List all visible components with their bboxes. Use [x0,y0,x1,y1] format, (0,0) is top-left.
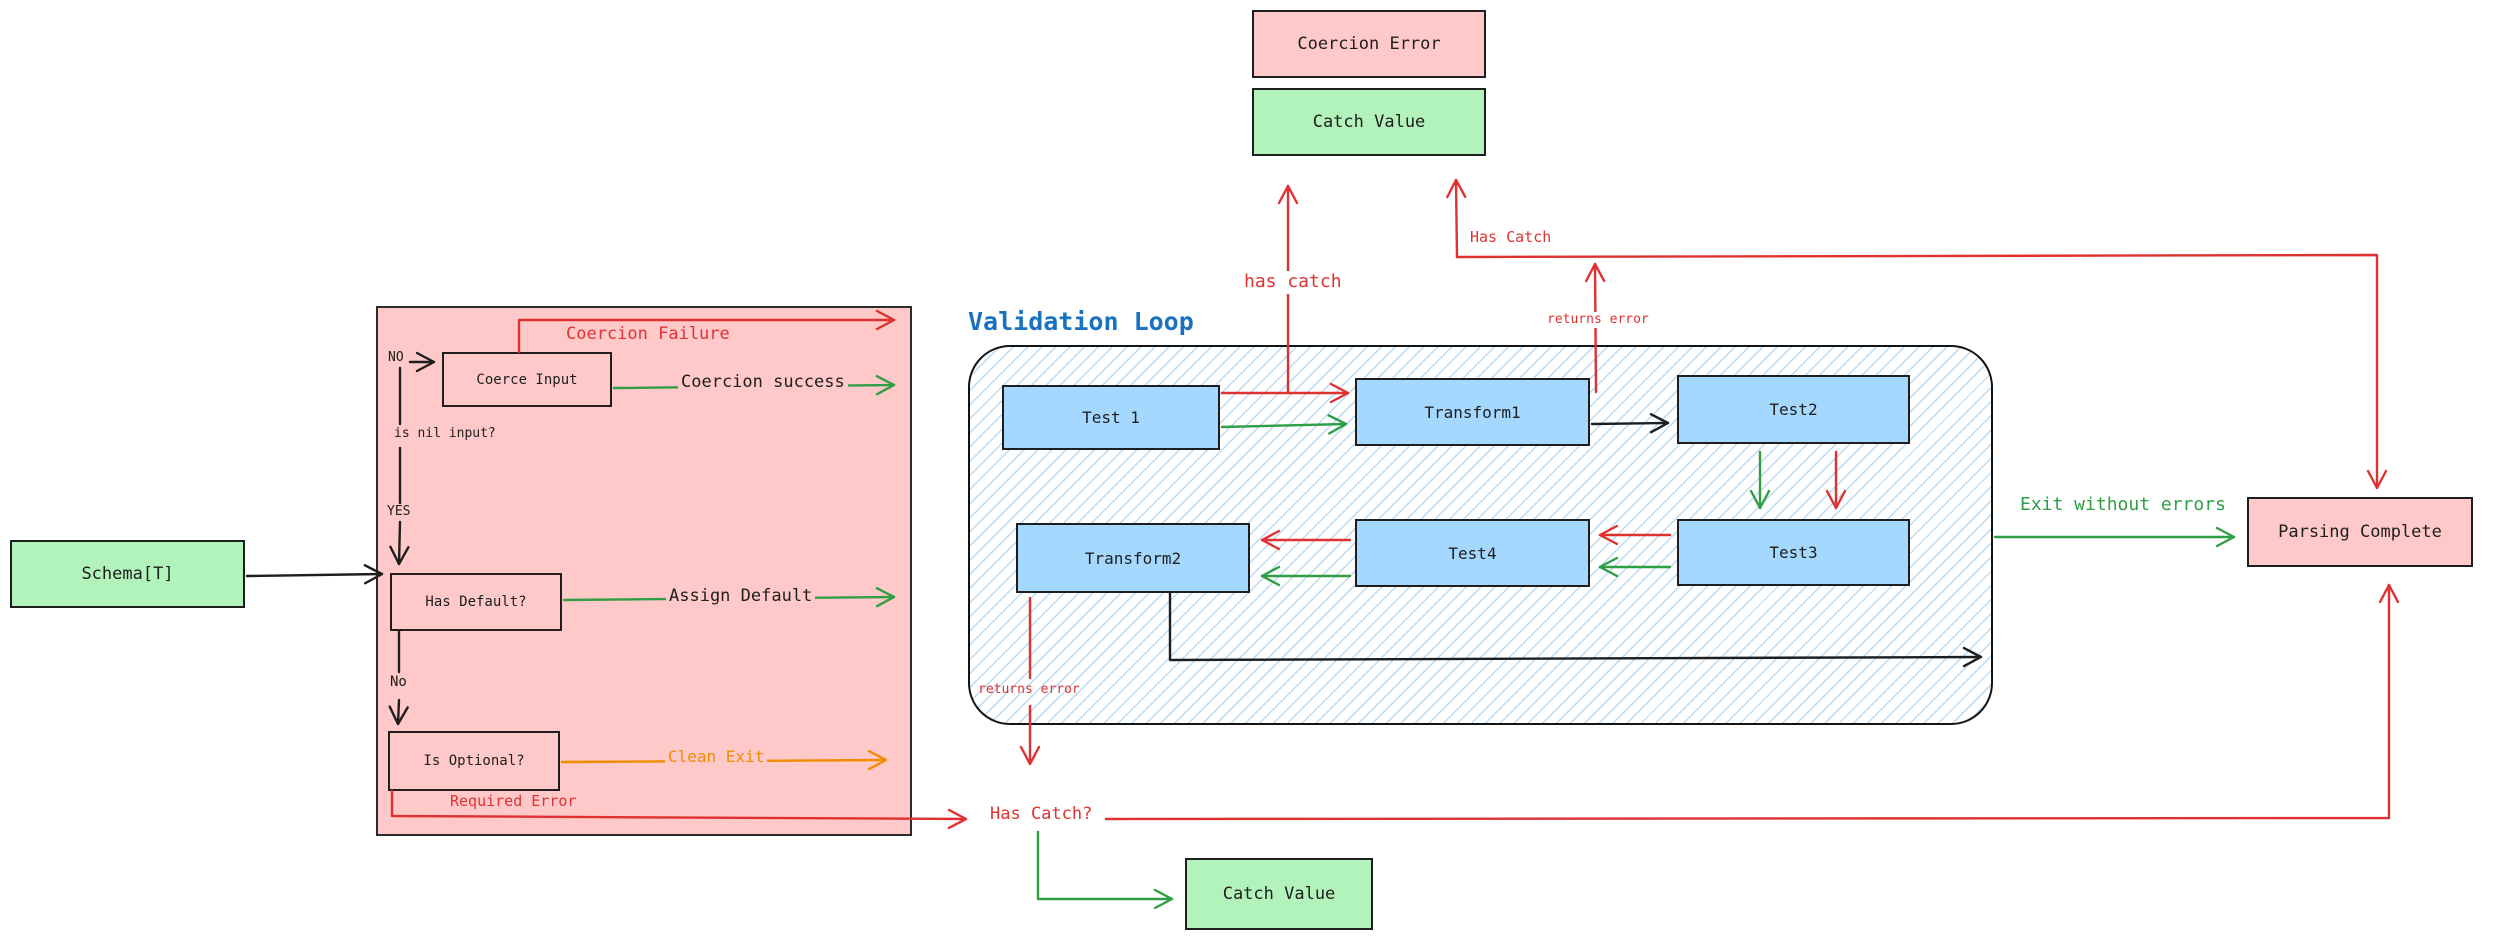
label-has-catch-lower: has catch [1241,271,1345,294]
node-label: Has Default? [425,594,527,610]
node-label: Coerce Input [476,371,578,388]
node-schema: Schema[T] [10,540,245,608]
node-label: Test 1 [1082,408,1140,427]
node-label: Test4 [1448,543,1497,563]
node-test3: Test3 [1677,519,1910,586]
node-label: Test2 [1769,400,1818,419]
node-transform2: Transform2 [1016,523,1250,593]
edge-has-catch-top-up [1446,178,1467,259]
node-parsing-complete: Parsing Complete [2247,497,2473,567]
label-required-error: Required Error [450,792,577,810]
node-label: Coercion Error [1297,34,1441,54]
label-has-catch-question: Has Catch? [990,804,1093,824]
label-returns-error-top: returns error [1544,312,1652,329]
label-has-catch-top: Has Catch [1470,228,1552,246]
label-no-mid: No [390,674,407,690]
label-assign-default: Assign Default [666,586,816,608]
node-label: Catch Value [1312,112,1426,132]
label-no-top: NO [388,350,404,365]
node-label: Transform1 [1424,402,1521,422]
edge-schema-to-has-default [245,564,384,585]
node-is-optional: Is Optional? [388,731,560,791]
label-exit-without-errors: Exit without errors [2020,494,2226,515]
node-test2: Test2 [1677,375,1910,444]
label-yes: YES [387,504,411,519]
node-test4: Test4 [1355,519,1590,587]
node-label: Schema[T] [81,564,174,584]
node-catch-value-top: Catch Value [1252,88,1486,156]
node-catch-value-bottom: Catch Value [1185,858,1373,930]
node-label: Test3 [1769,543,1818,562]
coercion-flow-region [376,306,912,836]
validation-loop-title: Validation Loop [968,307,1194,336]
label-clean-exit: Clean Exit [665,747,768,767]
node-label: Is Optional? [423,753,525,769]
edge-has-catch-to-catch-value-bottom [1036,830,1174,910]
label-coercion-failure: Coercion Failure [566,324,730,344]
label-coercion-success: Coercion success [678,372,848,394]
node-transform1: Transform1 [1355,378,1590,446]
node-test1: Test 1 [1002,385,1220,450]
node-label: Catch Value [1222,884,1336,904]
node-coercion-error: Coercion Error [1252,10,1486,78]
node-coerce-input: Coerce Input [442,352,612,407]
node-has-default: Has Default? [390,573,562,631]
node-label: Parsing Complete [2278,522,2442,542]
label-returns-error-bottom: returns error [978,682,1080,697]
label-is-nil-input: is nil input? [391,426,499,443]
node-label: Transform2 [1084,548,1182,568]
